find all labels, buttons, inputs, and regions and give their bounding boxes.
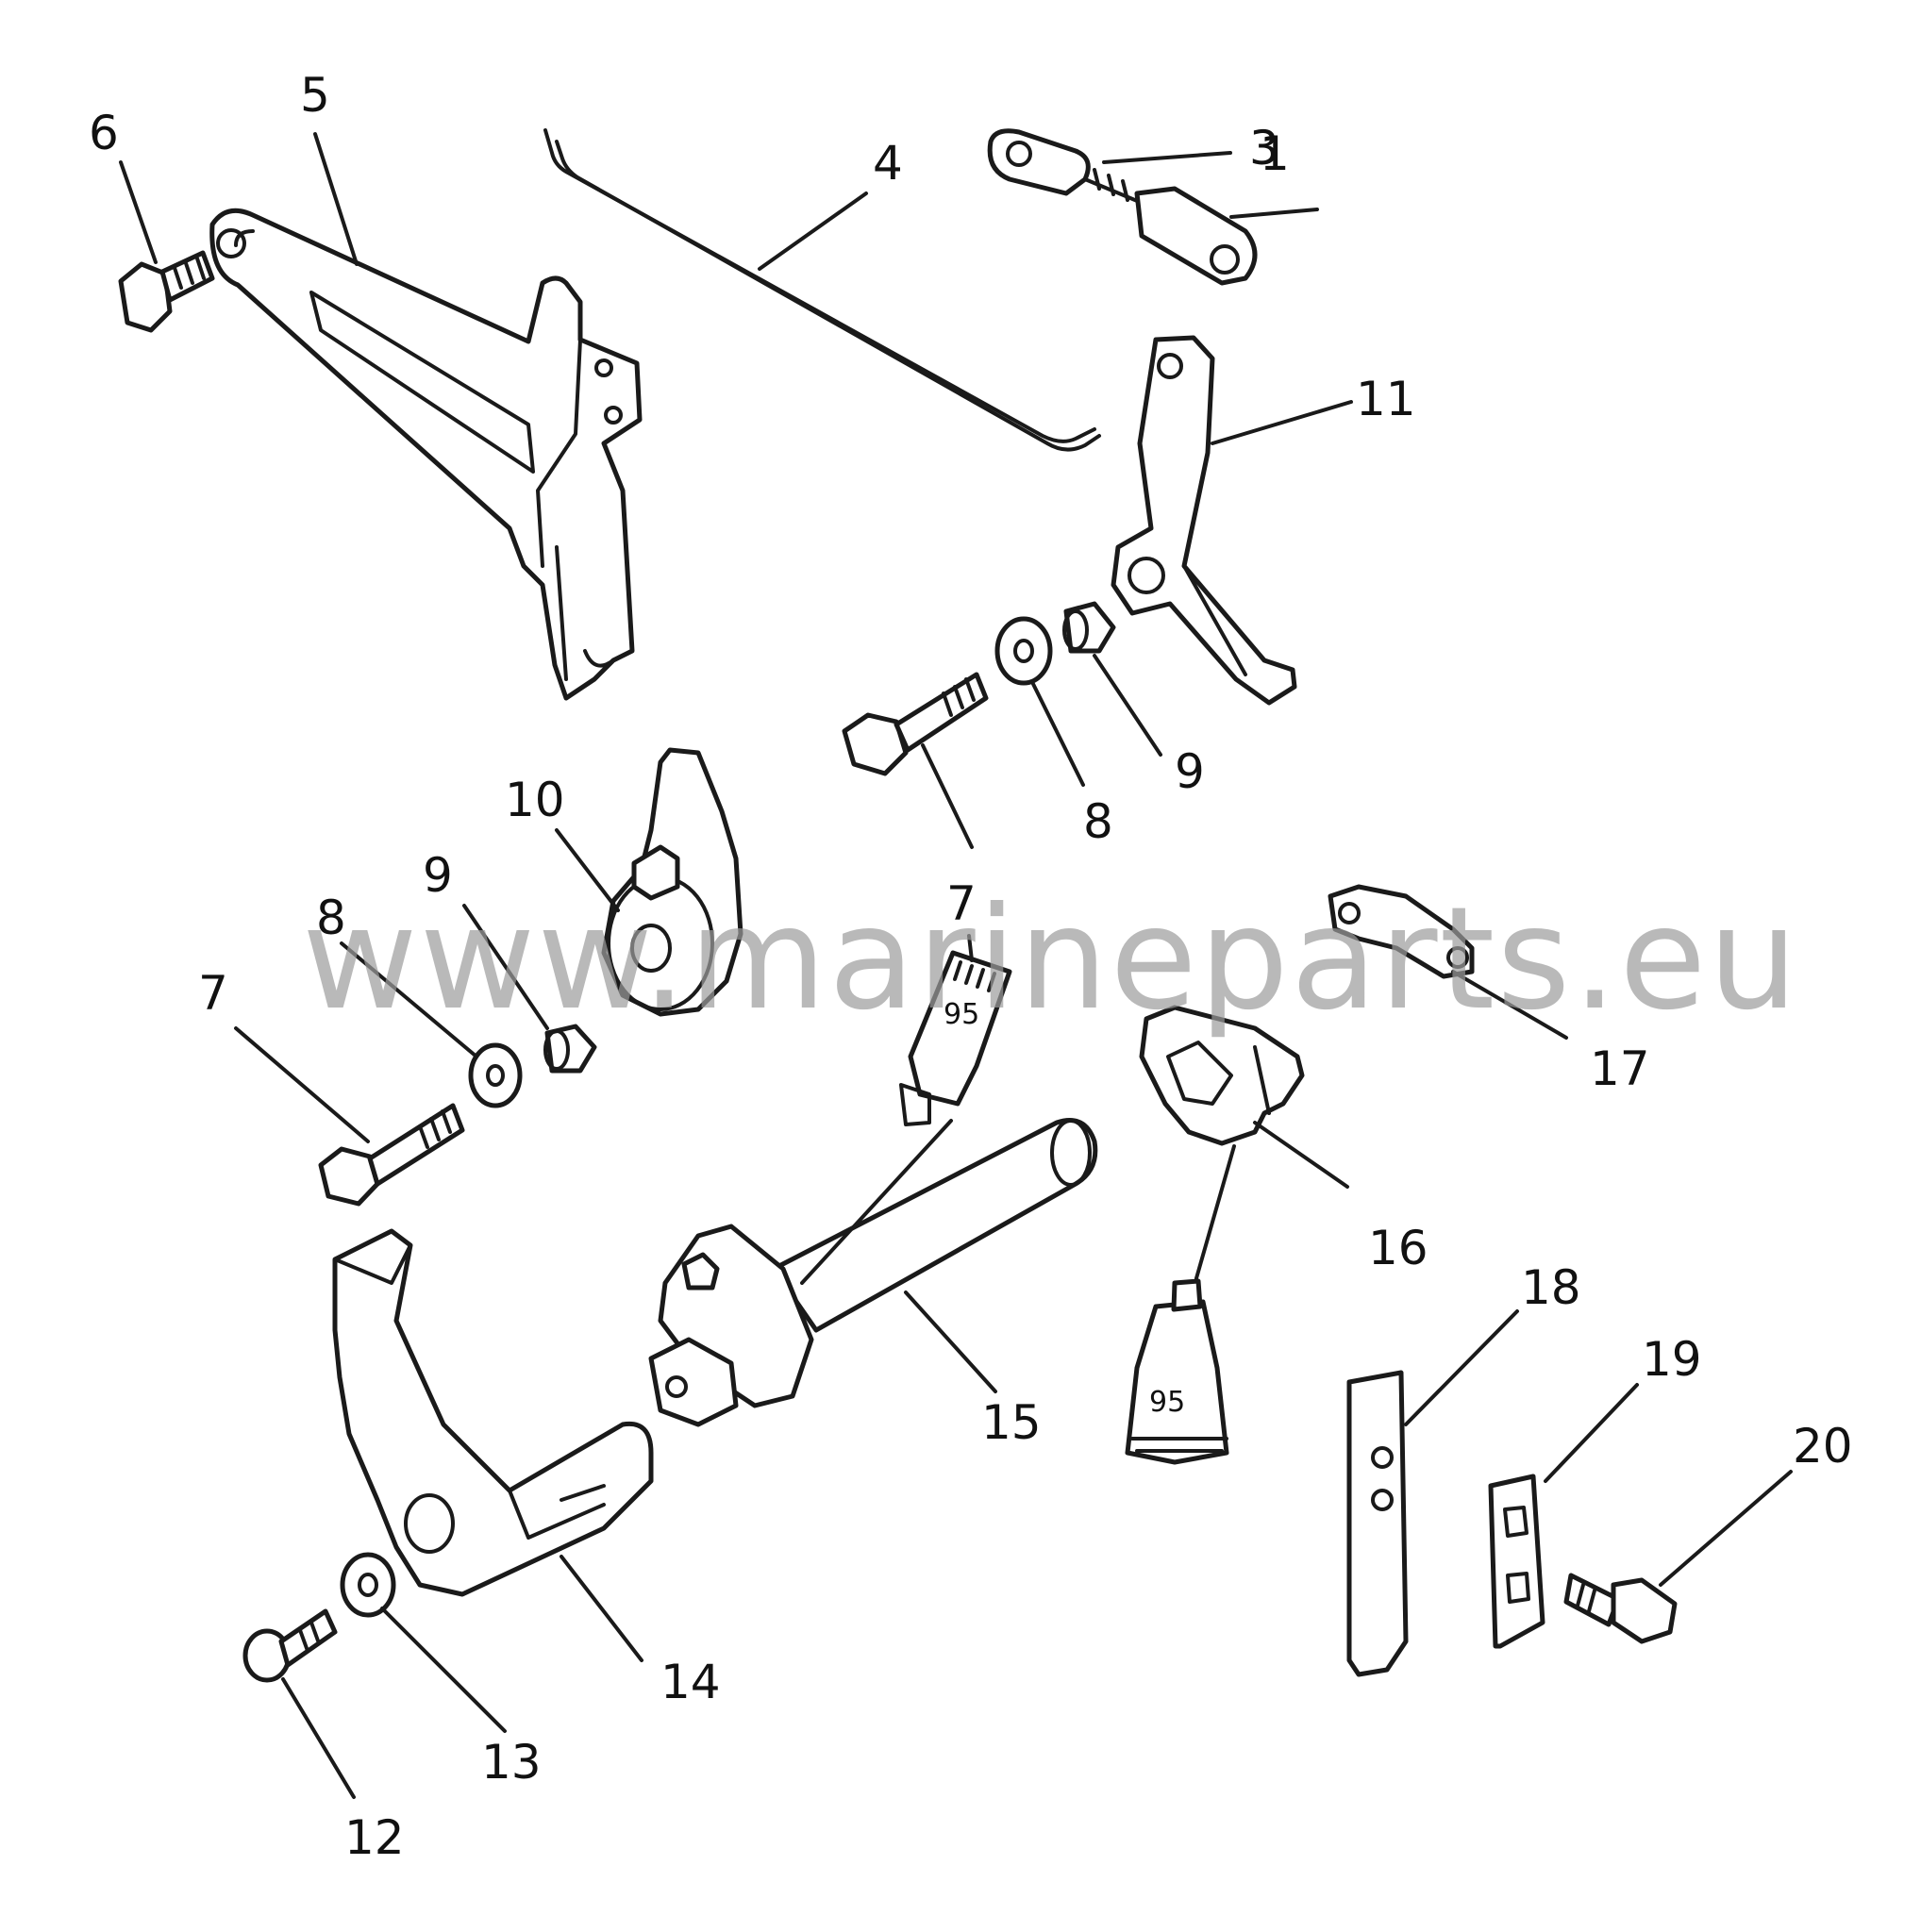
part-7-bolt-lower bbox=[318, 1103, 465, 1207]
part-8-washer-middle bbox=[468, 1042, 523, 1108]
part-4-rod bbox=[543, 128, 1101, 452]
part-14-handle bbox=[332, 1228, 654, 1597]
part-20-screw bbox=[1563, 1573, 1678, 1644]
part-5-bracket bbox=[209, 208, 643, 701]
callout-9-middle: 9 bbox=[423, 848, 453, 903]
callout-8-upper: 8 bbox=[1083, 794, 1113, 849]
callout-8-middle: 8 bbox=[316, 891, 346, 945]
callout-12: 12 bbox=[344, 1810, 405, 1865]
callout-19: 19 bbox=[1642, 1332, 1702, 1387]
part-9-bushing-middle bbox=[543, 1024, 597, 1074]
callout-4: 4 bbox=[873, 136, 903, 191]
part-1-link-rod-end bbox=[1134, 186, 1258, 286]
callout-7-upper: 7 bbox=[946, 876, 977, 931]
part-3-link-end bbox=[987, 128, 1144, 205]
part-15-shaft bbox=[648, 1118, 1098, 1427]
callout-14: 14 bbox=[660, 1655, 721, 1709]
part-17-clip bbox=[1328, 884, 1475, 979]
callout-15: 15 bbox=[981, 1395, 1042, 1450]
callout-3: 3 bbox=[1249, 121, 1279, 175]
sealant-tube-upper bbox=[899, 950, 1012, 1126]
callout-10: 10 bbox=[505, 773, 565, 827]
leader-lines bbox=[119, 132, 1793, 1799]
callout-7-lower: 7 bbox=[198, 966, 228, 1021]
part-6-screw bbox=[118, 250, 215, 333]
callout-9-upper: 9 bbox=[1175, 744, 1205, 799]
part-19-plate bbox=[1488, 1474, 1545, 1649]
part-8-washer-upper bbox=[994, 616, 1053, 686]
part-12-screw bbox=[242, 1608, 338, 1683]
callout-13: 13 bbox=[481, 1735, 542, 1790]
callout-11: 11 bbox=[1356, 372, 1416, 426]
callout-6: 6 bbox=[89, 106, 119, 160]
part-16-bushing-block bbox=[1139, 1005, 1305, 1146]
sealant-label-lower: 95 bbox=[1149, 1386, 1185, 1419]
callout-17: 17 bbox=[1590, 1041, 1650, 1096]
callout-16: 16 bbox=[1368, 1221, 1428, 1275]
callout-18: 18 bbox=[1521, 1260, 1581, 1315]
part-13-washer bbox=[340, 1552, 396, 1618]
part-10-cam-plate bbox=[601, 747, 743, 1017]
callout-20: 20 bbox=[1793, 1419, 1853, 1474]
callout-numbers: 1 3 4 5 6 7 7 8 8 9 9 10 11 12 13 14 15 … bbox=[89, 68, 1853, 1865]
part-7-bolt-upper bbox=[842, 672, 989, 776]
sealant-tube-lower bbox=[1125, 1278, 1229, 1465]
sealant-label-upper: 95 bbox=[944, 998, 979, 1031]
callout-5: 5 bbox=[300, 68, 330, 123]
part-9-bushing-upper bbox=[1062, 601, 1116, 654]
part-18-plate bbox=[1346, 1370, 1409, 1677]
part-11-lever bbox=[1111, 335, 1297, 706]
callout-1: 1 bbox=[1260, 126, 1290, 181]
